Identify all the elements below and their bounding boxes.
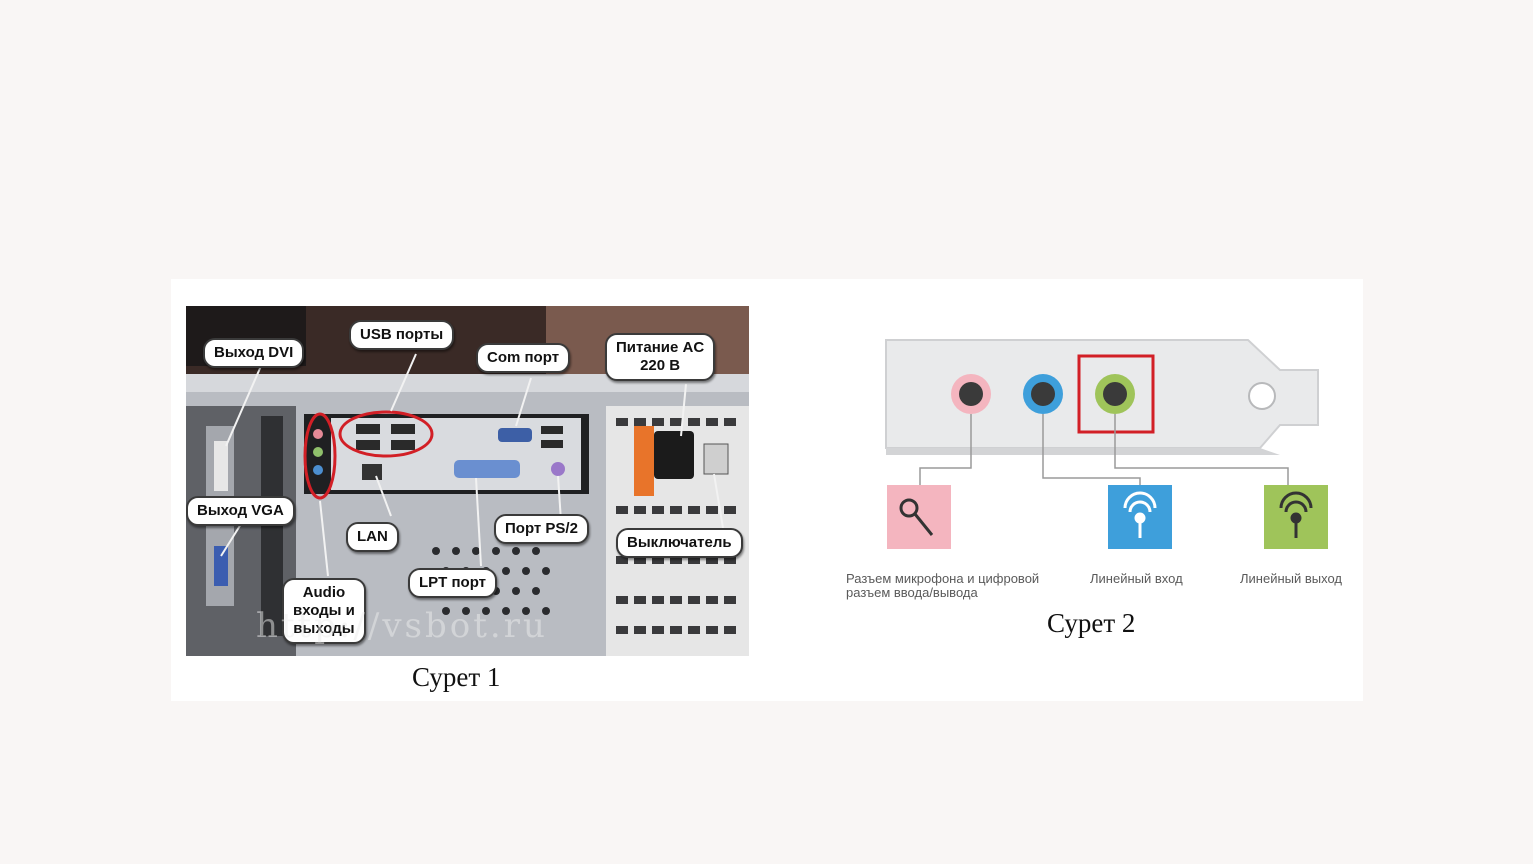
callout-com-port: Com порт [476, 343, 571, 373]
callout-lan: LAN [346, 522, 399, 552]
pc-back-panel-photo: Выход DVI USB порты Com порт Питание AC … [186, 306, 749, 656]
callout-vga-output: Выход VGA [186, 496, 295, 526]
caption-figure-2: Сурет 2 [1047, 608, 1136, 638]
callout-ps2-port: Порт PS/2 [494, 514, 589, 544]
callout-power-switch: Выключатель [616, 528, 743, 558]
audio-bracket-illustration [885, 339, 1328, 549]
callout-usb-ports: USB порты [349, 320, 455, 350]
jack-label-microphone: Разъем микрофона и цифровой разъем ввода… [846, 571, 1040, 600]
callout-ac-power: Питание AC 220 В [605, 333, 716, 381]
jack-label-line-in: Линейный вход [1090, 571, 1183, 586]
watermark-text: http://vsbot.ru [256, 606, 548, 646]
callout-dvi-output: Выход DVI [203, 338, 305, 368]
audio-bracket-figure: Разъем микрофона и цифровой разъем ввода… [840, 330, 1360, 610]
callout-audio-jacks: Audio входы и выходы [282, 578, 366, 644]
jack-label-line-out: Линейный выход [1240, 571, 1342, 586]
callout-lpt-port: LPT порт [408, 568, 498, 598]
caption-figure-1: Сурет 1 [412, 662, 501, 692]
